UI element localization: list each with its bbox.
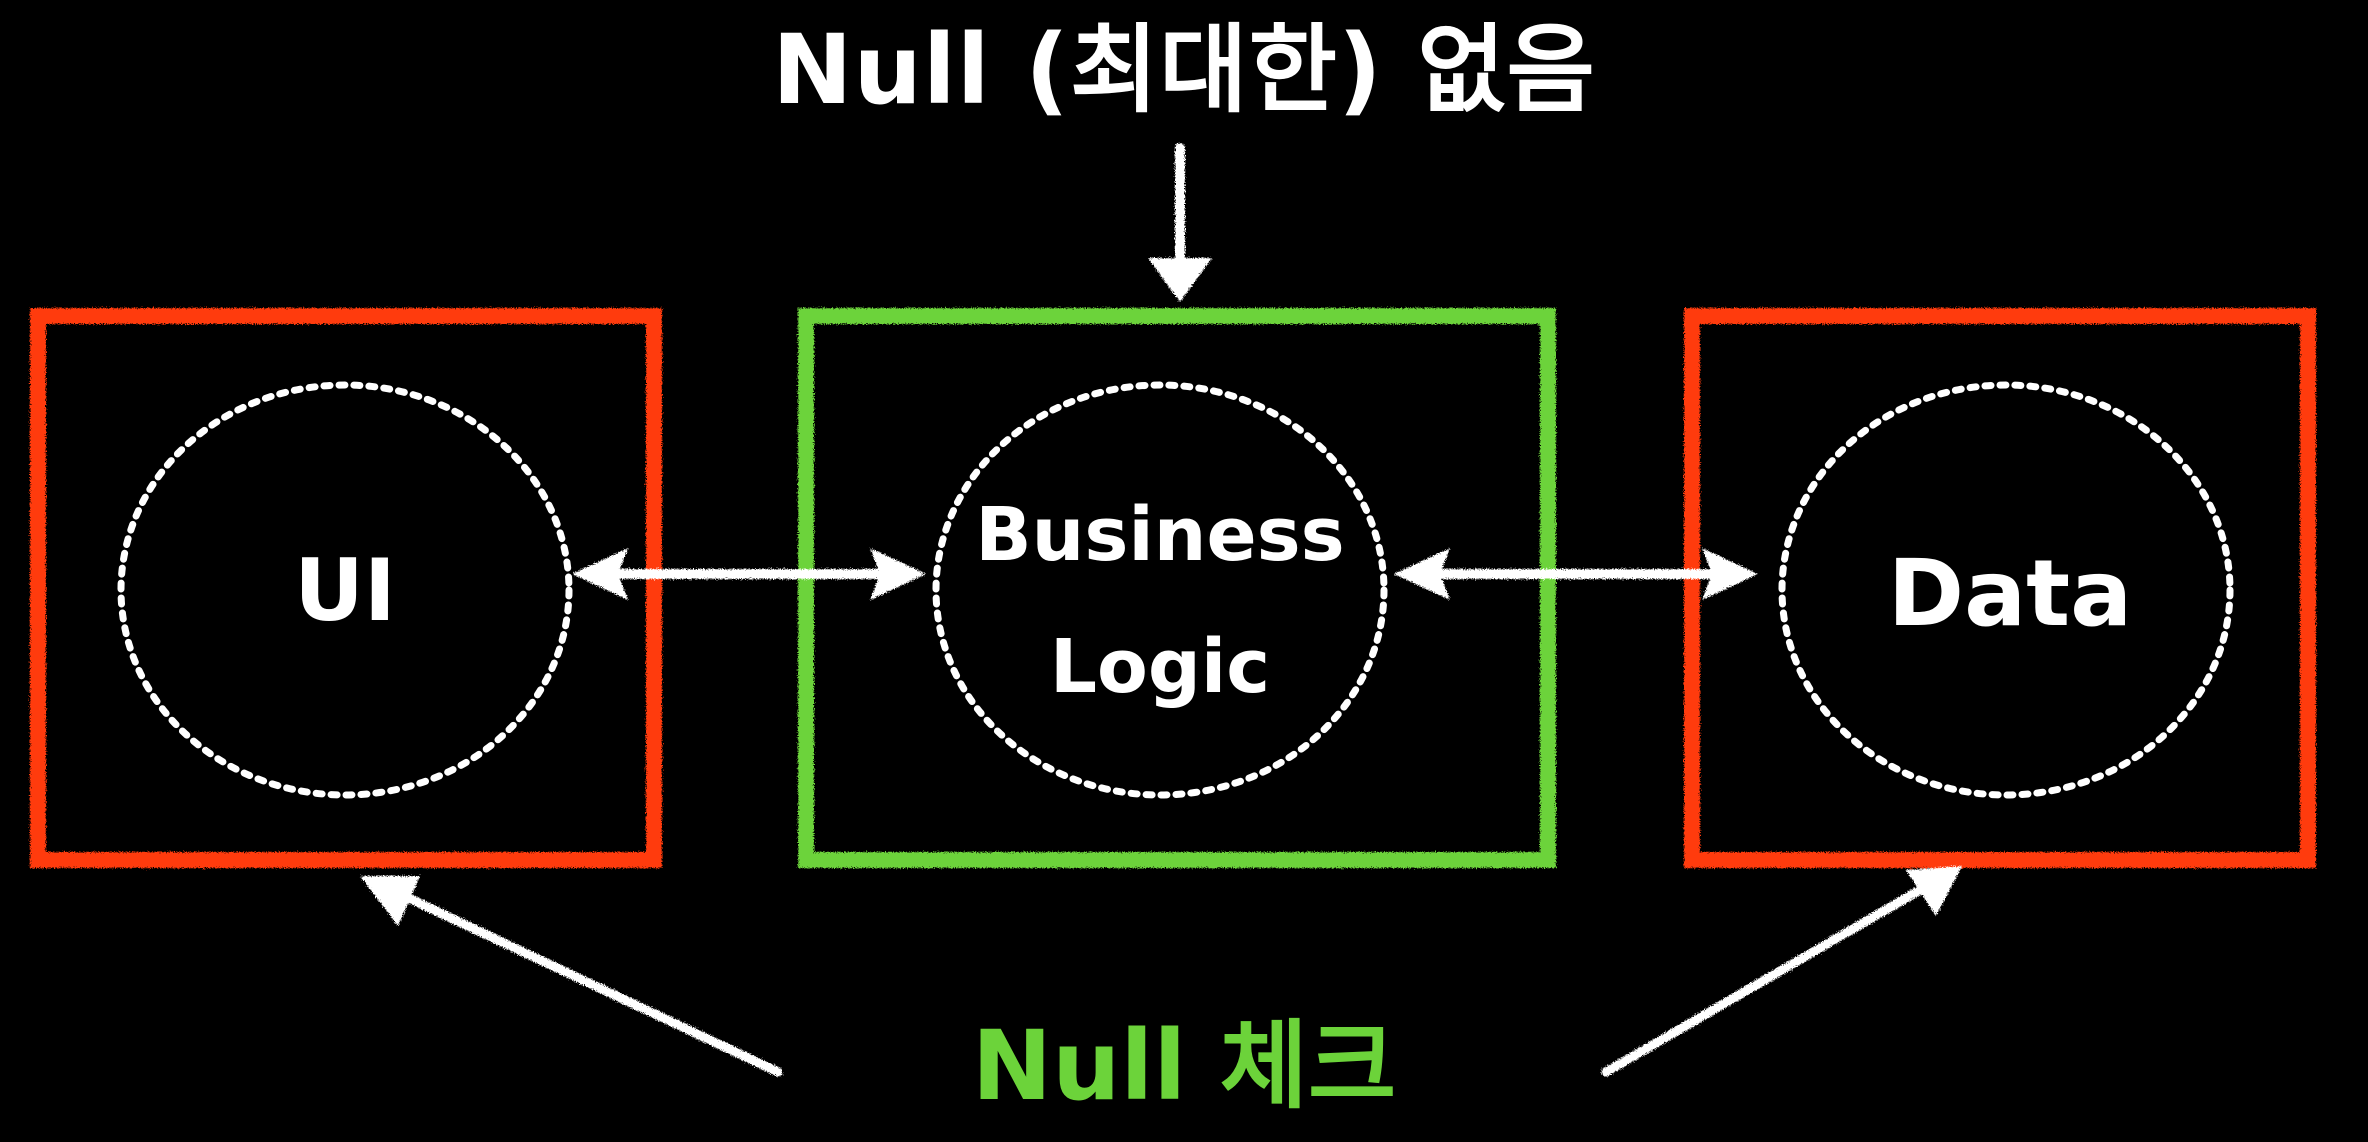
down-arrow <box>1148 143 1212 302</box>
business-circle <box>932 381 1388 799</box>
data-node-label: Data <box>1887 540 2133 647</box>
business-layer-box <box>798 308 1556 868</box>
bottom-annotation: Null 체크 <box>971 1010 1397 1122</box>
data-layer-box <box>1684 308 2316 868</box>
business-node-label-line1: Business <box>975 492 1345 578</box>
null-check-arrow-ui <box>360 876 783 1077</box>
ui-node-label: UI <box>294 541 396 641</box>
data-circle <box>1778 381 2234 799</box>
business-data-double-arrow <box>1394 548 1758 600</box>
ui-business-double-arrow <box>572 548 926 600</box>
null-check-arrow-data <box>1601 866 1962 1077</box>
business-node-label-line2: Logic <box>1049 624 1271 710</box>
ui-layer-box <box>30 308 662 868</box>
ui-circle <box>117 381 573 799</box>
top-annotation: Null (최대한) 없음 <box>772 14 1596 126</box>
